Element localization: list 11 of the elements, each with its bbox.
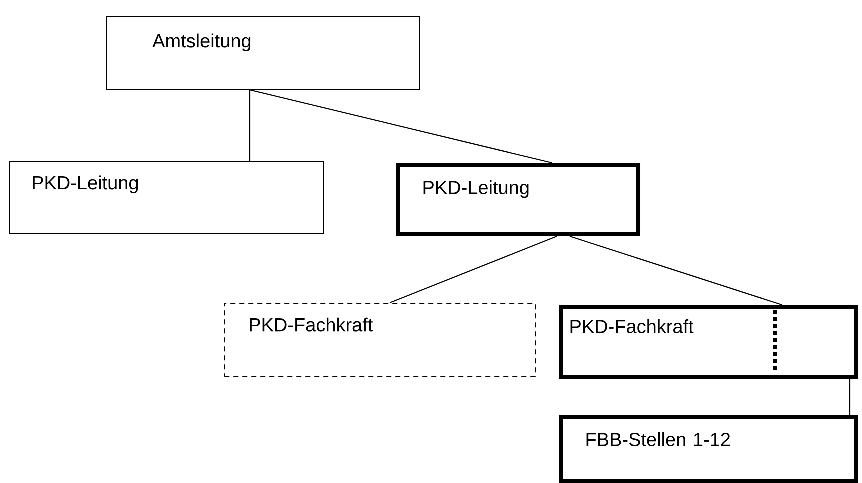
- connector-line: [390, 236, 558, 304]
- org-box: PKD-Fachkraft: [559, 305, 858, 380]
- connector-line: [249, 90, 251, 161]
- connector-line: [570, 236, 782, 306]
- connector-line: [250, 90, 552, 164]
- connector-line: [849, 380, 851, 415]
- dashed-org-box: PKD-Fachkraft: [224, 303, 536, 378]
- org-box: PKD-Leitung: [9, 161, 324, 234]
- org-box: Amtsleitung: [106, 16, 420, 90]
- org-box: FBB-Stellen 1-12: [559, 415, 858, 483]
- org-box: PKD-Leitung: [396, 163, 640, 236]
